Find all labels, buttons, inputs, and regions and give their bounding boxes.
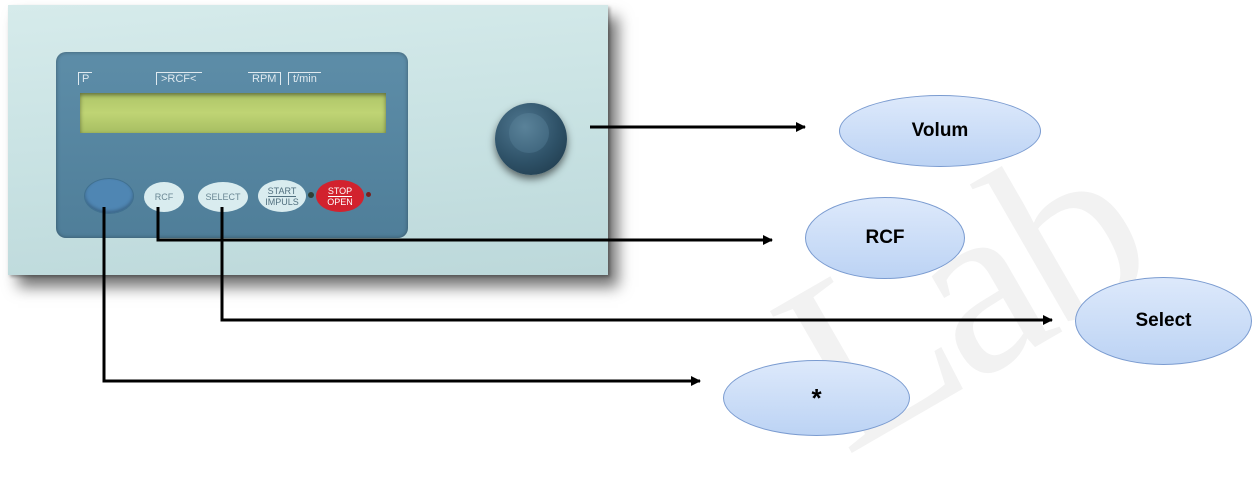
stop-label: STOP <box>327 185 353 197</box>
callout-select-text: Select <box>1135 310 1192 331</box>
callout-volum: Volum <box>839 95 1041 167</box>
callout-rcf: RCF <box>805 197 965 279</box>
stop-indicator-led <box>366 192 371 197</box>
knob-cap <box>509 113 549 153</box>
arrow-rcf <box>156 207 773 245</box>
callout-rcf-text: RCF <box>865 227 905 248</box>
stop-open-button[interactable]: STOP OPEN <box>316 180 364 212</box>
label-rpm: RPM <box>248 72 282 85</box>
program-button[interactable] <box>84 178 134 214</box>
rcf-button-label: RCF <box>154 192 174 202</box>
start-impuls-button[interactable]: START IMPULS <box>258 180 306 212</box>
select-button-label: SELECT <box>205 192 241 202</box>
impuls-label: IMPULS <box>265 196 299 207</box>
control-face: P >RCF< RPM t/min RCF SELECT START IMPUL… <box>56 52 408 238</box>
callout-volum-text: Volum <box>911 120 969 141</box>
label-rcf: >RCF< <box>156 72 203 85</box>
label-tmin: t/min <box>288 72 321 85</box>
label-p: P <box>78 72 93 85</box>
arrow-star <box>102 207 701 386</box>
lcd-display <box>80 93 386 133</box>
start-label: START <box>267 185 297 197</box>
callout-star-text: * <box>811 382 822 413</box>
open-label: OPEN <box>327 196 353 207</box>
start-indicator-led <box>308 192 314 198</box>
callout-select: Select <box>1075 277 1252 365</box>
arrow-select <box>220 207 1053 325</box>
callout-star: * <box>723 360 910 436</box>
connector-arrows <box>102 122 1053 386</box>
volume-knob[interactable] <box>495 103 567 175</box>
centrifuge-control-panel: P >RCF< RPM t/min RCF SELECT START IMPUL… <box>8 5 608 275</box>
rcf-button[interactable]: RCF <box>144 182 184 212</box>
